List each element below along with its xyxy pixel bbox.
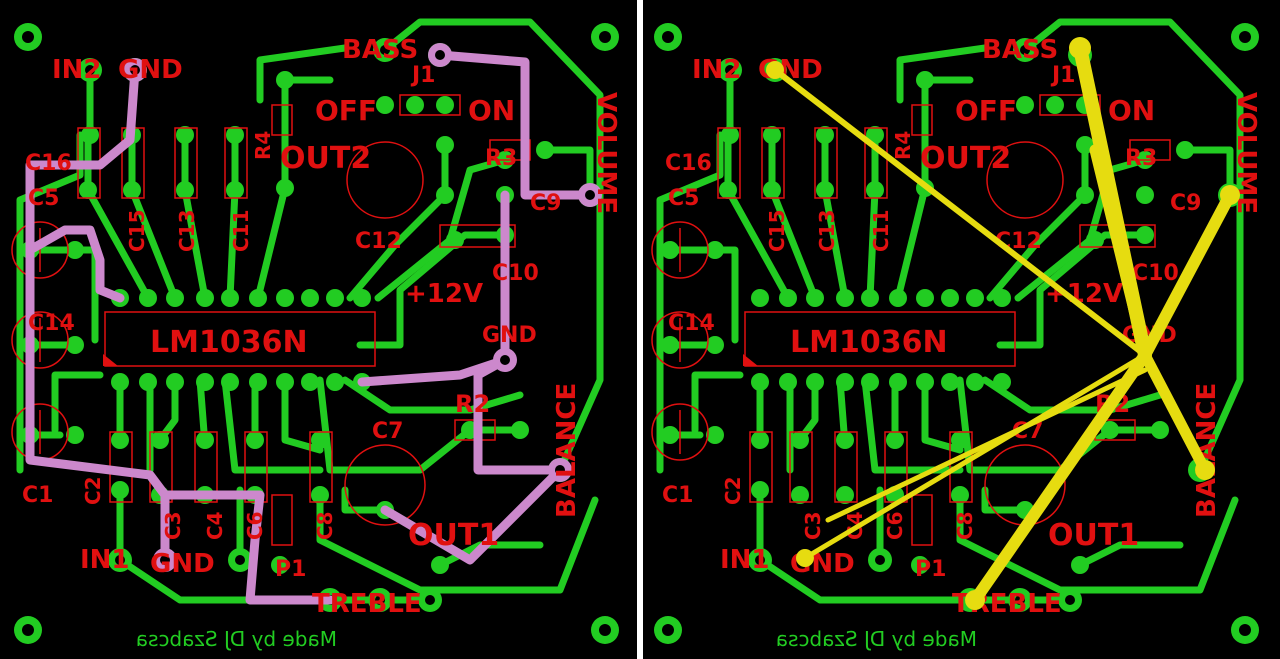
in2-label: IN2 bbox=[52, 55, 102, 85]
c2-label: C2 bbox=[81, 476, 105, 505]
out1-label-right: OUT1 bbox=[1048, 518, 1139, 553]
panel-divider bbox=[637, 0, 643, 659]
r3-label-right: R3 bbox=[1125, 146, 1157, 171]
c8-label: C8 bbox=[313, 511, 337, 540]
v12-label: +12V bbox=[405, 279, 483, 309]
c5-label: C5 bbox=[28, 186, 59, 211]
c16-label: C16 bbox=[25, 151, 72, 176]
on-label: ON bbox=[468, 94, 515, 127]
p1-label-right: P1 bbox=[915, 557, 946, 582]
c10-label: C10 bbox=[492, 261, 539, 286]
c3-label: C3 bbox=[161, 511, 185, 540]
c6-label-right: C6 bbox=[883, 511, 907, 540]
r2-label: R2 bbox=[455, 390, 490, 418]
r4-label-right: R4 bbox=[891, 131, 915, 160]
off-label-right: OFF bbox=[955, 94, 1017, 127]
in1-gnd-label: GND bbox=[150, 549, 215, 579]
jumper-view-panel: IN2 GND BASS J1 OFF ON OUT2 C16 C5 C14 C… bbox=[0, 0, 637, 659]
r4-label: R4 bbox=[251, 131, 275, 160]
j1-label-right: J1 bbox=[1050, 63, 1076, 88]
c10-label-right: C10 bbox=[1132, 261, 1179, 286]
p1-label: P1 bbox=[275, 557, 306, 582]
c14-label: C14 bbox=[28, 311, 75, 336]
c11-label-right: C11 bbox=[869, 209, 893, 252]
c3-label-right: C3 bbox=[801, 511, 825, 540]
gnd-label: GND bbox=[482, 323, 537, 348]
c12-label: C12 bbox=[355, 229, 402, 254]
v12-label-right: +12V bbox=[1045, 279, 1123, 309]
c14-label-right: C14 bbox=[668, 311, 715, 336]
bass-label: BASS bbox=[342, 35, 418, 65]
out1-label: OUT1 bbox=[408, 518, 499, 553]
off-label: OFF bbox=[315, 94, 377, 127]
r3-label: R3 bbox=[485, 146, 517, 171]
c12-label-right: C12 bbox=[995, 229, 1042, 254]
c9-label: C9 bbox=[530, 191, 561, 216]
c4-label: C4 bbox=[203, 511, 227, 540]
ic-label-right: LM1036N bbox=[790, 325, 948, 360]
credit-text-right: Made by DJ Szabcsa bbox=[776, 627, 977, 651]
c13-label: C13 bbox=[175, 209, 199, 252]
in1-label-right: IN1 bbox=[720, 545, 770, 575]
c7-label: C7 bbox=[372, 419, 403, 444]
c9-label-right: C9 bbox=[1170, 191, 1201, 216]
out2-label: OUT2 bbox=[280, 141, 371, 176]
c15-label: C15 bbox=[125, 209, 149, 252]
ratsnest-lines bbox=[772, 41, 1236, 606]
c11-label: C11 bbox=[229, 209, 253, 252]
board-background bbox=[0, 0, 637, 659]
c16-label-right: C16 bbox=[665, 151, 712, 176]
volume-label: VOLUME bbox=[591, 92, 621, 214]
c8-label-right: C8 bbox=[953, 511, 977, 540]
ratsnest-view-panel: IN2 GND BASS J1 OFF ON OUT2 C16 C5 C14 C… bbox=[643, 0, 1280, 659]
c1-label-right: C1 bbox=[662, 483, 693, 508]
c2-label-right: C2 bbox=[721, 476, 745, 505]
treble-label: TREBLE bbox=[312, 589, 422, 619]
credit-text: Made by DJ Szabcsa bbox=[136, 627, 337, 651]
c6-label: C6 bbox=[243, 511, 267, 540]
bass-label-right: BASS bbox=[982, 35, 1058, 65]
c13-label-right: C13 bbox=[815, 209, 839, 252]
c5-label-right: C5 bbox=[668, 186, 699, 211]
board-background-right bbox=[643, 0, 1280, 659]
in2-label-right: IN2 bbox=[692, 55, 742, 85]
balance-label: BALANCE bbox=[552, 383, 582, 518]
ic-label: LM1036N bbox=[150, 325, 308, 360]
c15-label-right: C15 bbox=[765, 209, 789, 252]
c1-label: C1 bbox=[22, 483, 53, 508]
on-label-right: ON bbox=[1108, 94, 1155, 127]
in2-gnd-label: GND bbox=[118, 55, 183, 85]
j1-label: J1 bbox=[410, 63, 436, 88]
out2-label-right: OUT2 bbox=[920, 141, 1011, 176]
in1-label: IN1 bbox=[80, 545, 130, 575]
